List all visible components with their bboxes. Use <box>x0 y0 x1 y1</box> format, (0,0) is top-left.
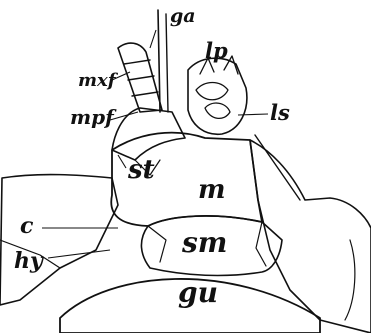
right-head-wall <box>250 135 371 333</box>
label-hy: hy <box>14 248 45 274</box>
labial-palp <box>188 56 247 134</box>
label-m: m <box>198 175 226 205</box>
maxillary-palp <box>118 43 162 112</box>
label-ls: ls <box>270 100 290 125</box>
label-mxf: mxf <box>78 70 119 91</box>
galea <box>158 10 168 112</box>
label-st: st <box>127 155 155 185</box>
label-ga: ga <box>170 5 196 27</box>
label-c: c <box>20 213 34 239</box>
label-gu: gu <box>178 276 218 309</box>
label-lp: lp <box>205 38 228 63</box>
label-mpf: mpf <box>70 105 117 129</box>
label-sm: sm <box>181 226 227 259</box>
left-head-wall <box>0 175 118 305</box>
